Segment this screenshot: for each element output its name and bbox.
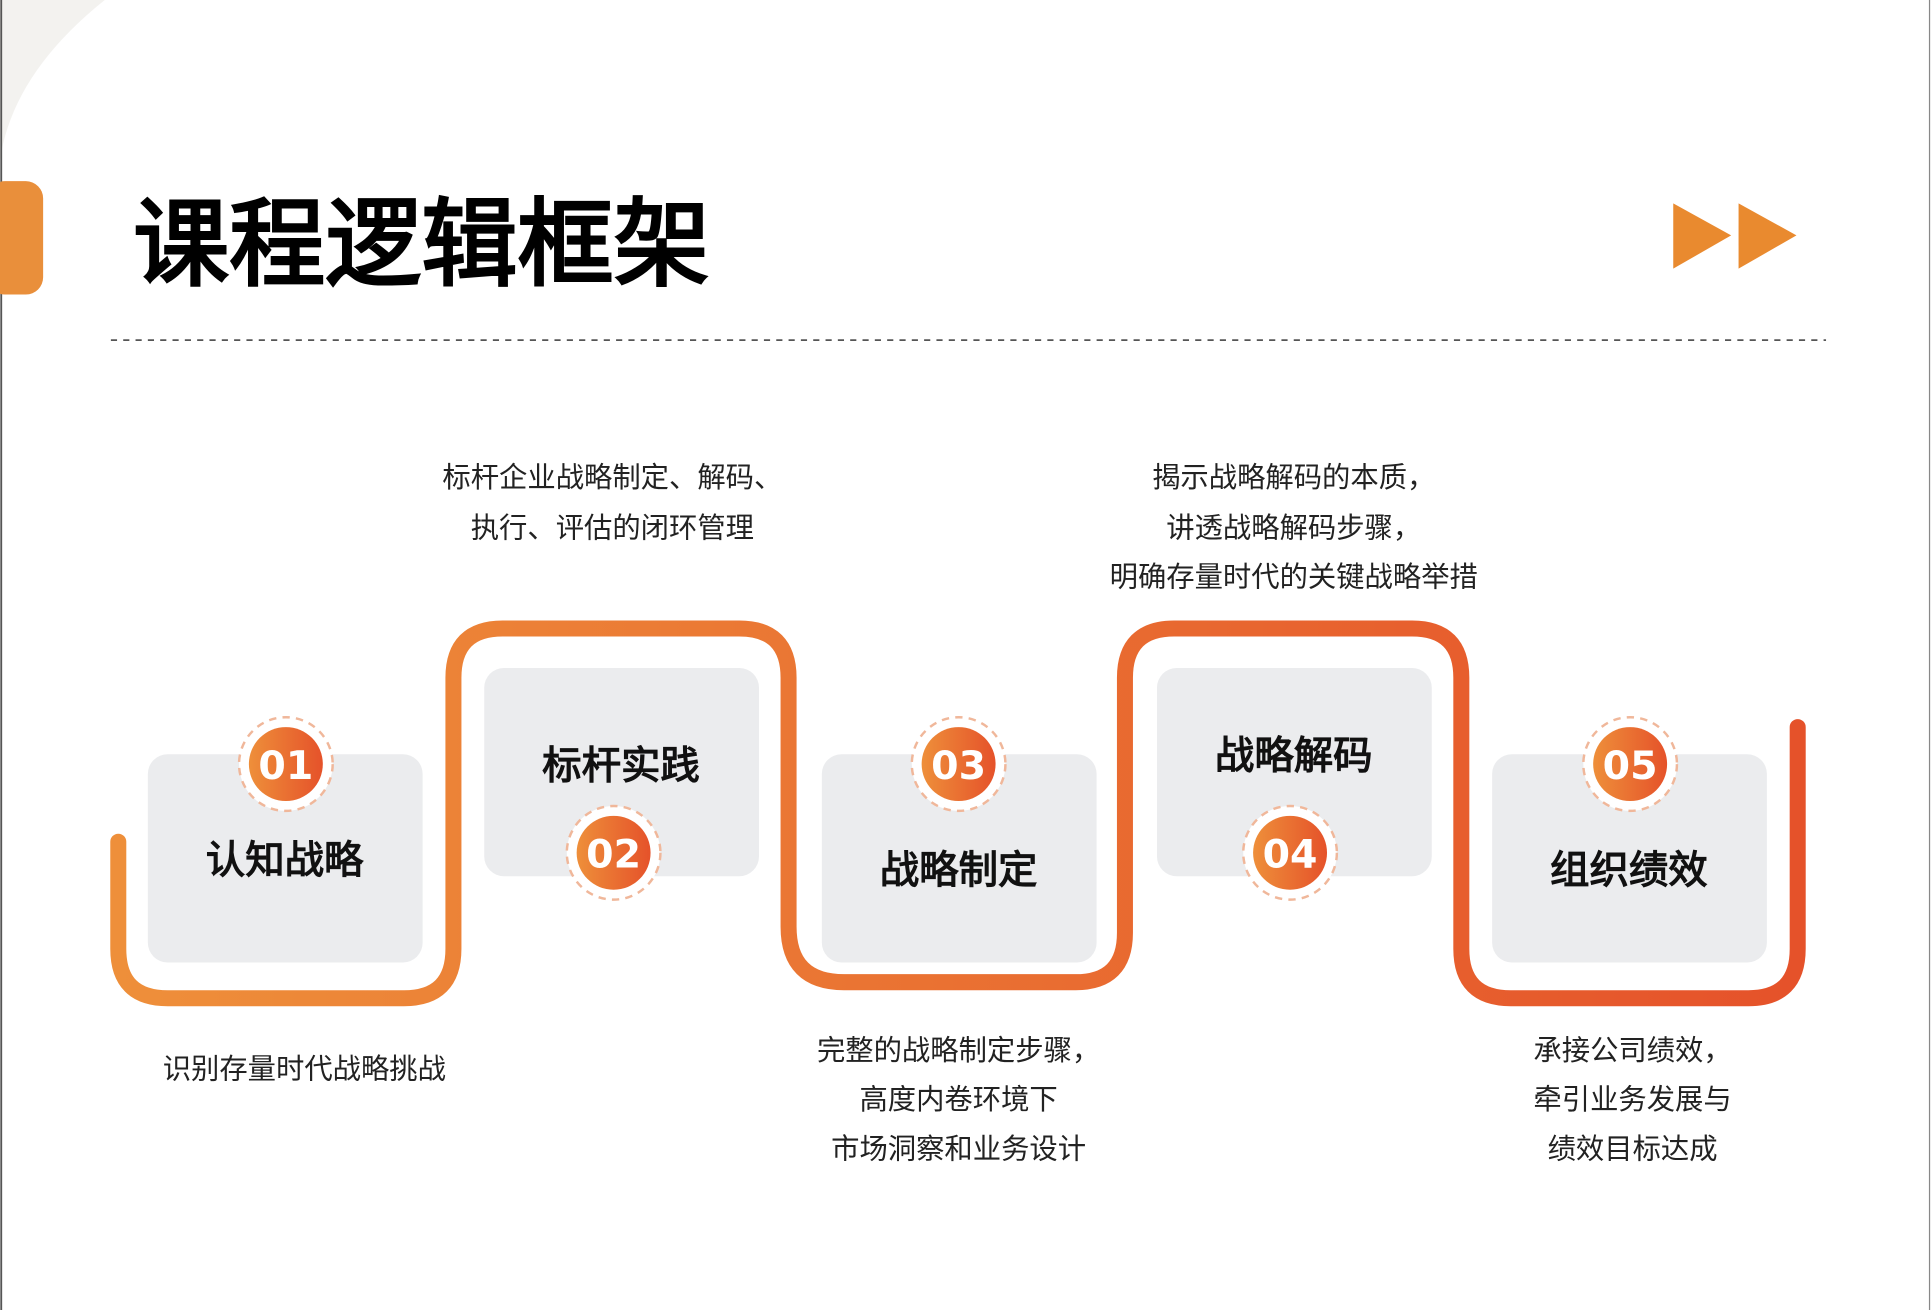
step-description-line: 明确存量时代的关键战略举措	[1110, 561, 1478, 594]
step-02: 02 标杆实践 标杆企业战略制定、解码、执行、评估的闭环管理	[442, 461, 782, 901]
step-label: 组织绩效	[1550, 848, 1708, 894]
step-description-line: 识别存量时代战略挑战	[163, 1052, 446, 1085]
step-number-badge	[1593, 727, 1668, 802]
step-label: 战略制定	[880, 848, 1038, 894]
step-number-badge	[921, 727, 996, 802]
page-title: 课程逻辑框架	[133, 188, 710, 300]
step-description-line: 牵引业务发展与	[1533, 1083, 1731, 1116]
step-description-line: 标杆企业战略制定、解码、	[442, 461, 782, 494]
step-label: 标杆实践	[542, 743, 700, 789]
step-description-line: 绩效目标达成	[1548, 1132, 1718, 1165]
step-description-line: 执行、评估的闭环管理	[471, 511, 754, 544]
step-description-line: 市场洞察和业务设计	[831, 1132, 1086, 1165]
step-number-badge	[1253, 815, 1328, 890]
step-number: 05	[1603, 743, 1658, 789]
step-box	[1156, 667, 1432, 877]
step-box	[484, 667, 759, 877]
step-box	[147, 754, 423, 963]
forward-arrows-icon	[1673, 203, 1797, 269]
step-label: 战略解码	[1215, 733, 1373, 779]
corner-decoration	[0, 0, 105, 161]
step-description-line: 揭示战略解码的本质，	[1152, 461, 1435, 494]
step-box	[1492, 754, 1767, 963]
step-description-line: 高度内卷环境下	[859, 1083, 1057, 1116]
flow-path	[110, 620, 1806, 1007]
step-number-badge	[576, 815, 651, 890]
step-description-line: 讲透战略解码步骤，	[1166, 511, 1421, 544]
step-number: 03	[931, 743, 986, 789]
step-description-line: 承接公司绩效，	[1533, 1034, 1731, 1067]
step-04: 04 战略解码 揭示战略解码的本质， 讲透战略解码步骤， 明确存量时代的关键战略举措	[1110, 461, 1478, 901]
step-number: 01	[258, 743, 313, 789]
title-tab	[0, 181, 44, 295]
step-label: 认知战略	[206, 838, 364, 884]
step-number-badge	[248, 727, 323, 802]
step-box	[821, 754, 1097, 963]
step-number: 04	[1263, 832, 1318, 878]
step-number: 02	[586, 832, 641, 878]
step-description-line: 完整的战略制定步骤，	[817, 1034, 1100, 1067]
